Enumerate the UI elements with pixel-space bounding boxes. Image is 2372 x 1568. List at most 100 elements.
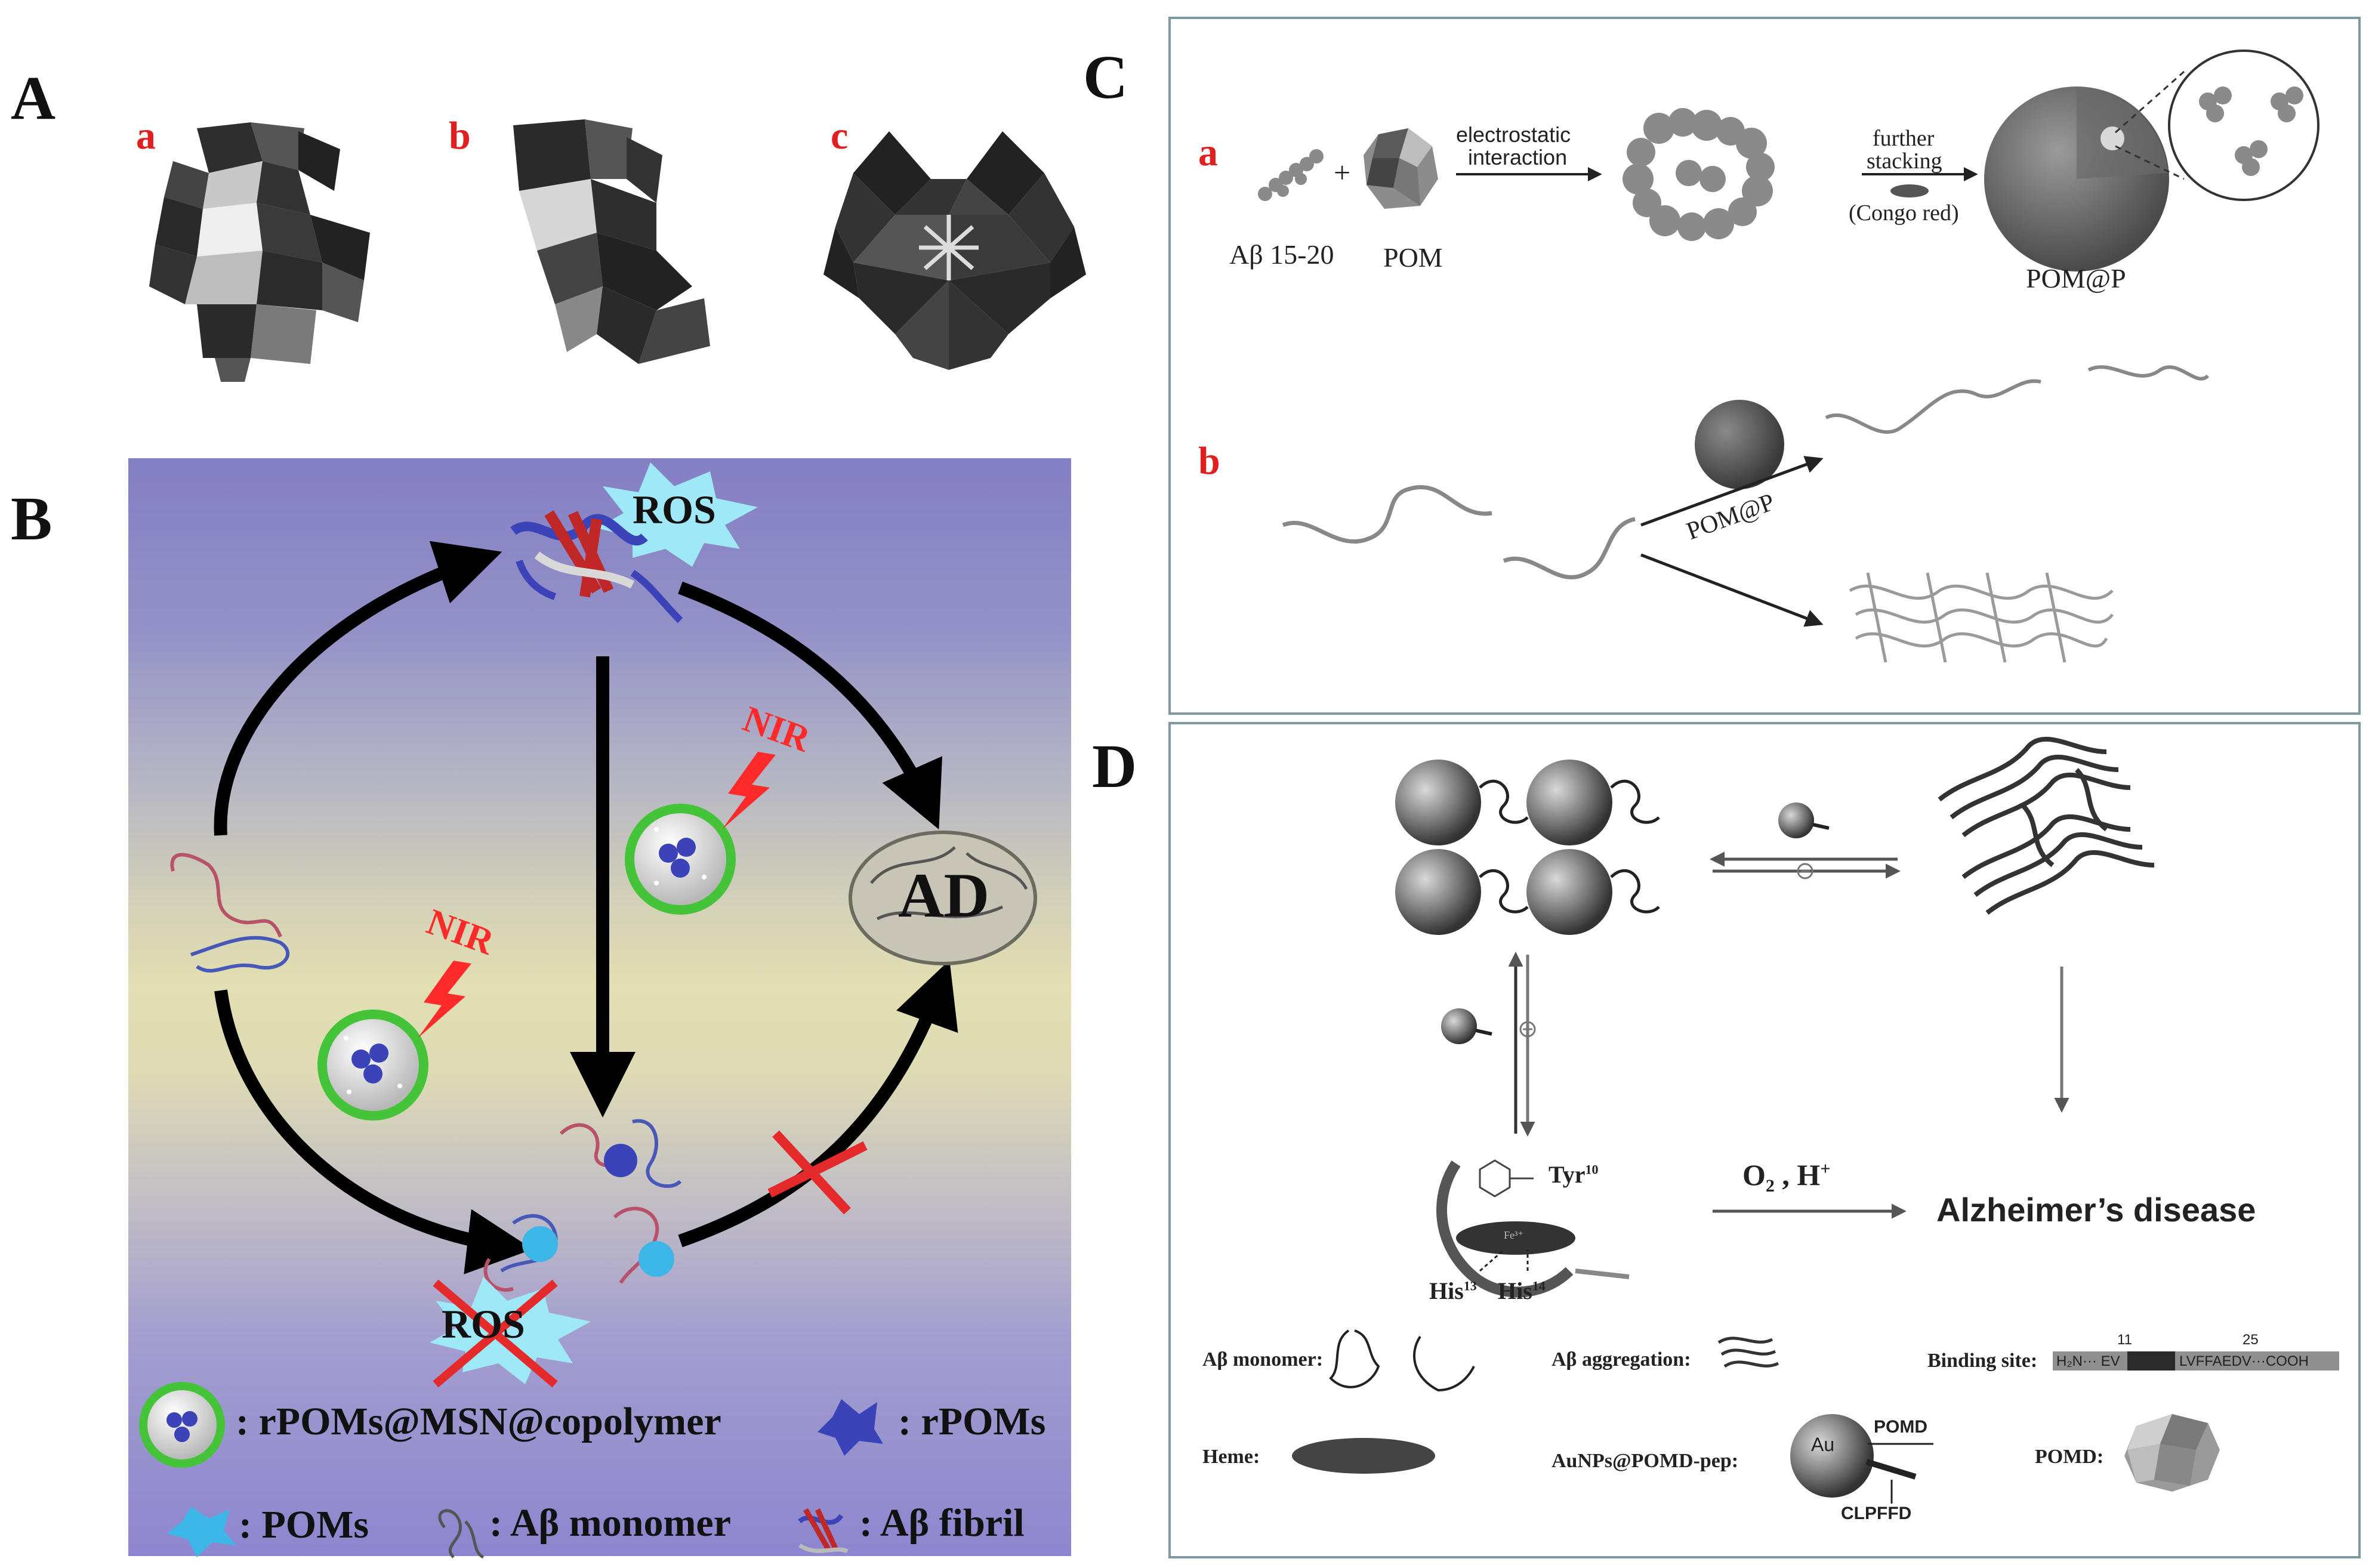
panel-d-frame bbox=[1168, 722, 2361, 1558]
legend-aggregation-icon-d bbox=[1717, 1336, 1779, 1368]
his13-superscript: 13 bbox=[1463, 1278, 1477, 1294]
further-label: further bbox=[1873, 126, 1935, 151]
his14-text: His bbox=[1498, 1277, 1532, 1304]
peptide-ribbon-left bbox=[1282, 484, 1492, 544]
o2-subscript: 2 bbox=[1765, 1176, 1775, 1196]
legend-clpffd-text: CLPFFD bbox=[1841, 1504, 1912, 1523]
o2-h-label: O2 , H+ bbox=[1742, 1158, 1830, 1196]
tyr-label: Tyr10 bbox=[1549, 1160, 1598, 1189]
pom-cluster-2 bbox=[639, 1241, 674, 1277]
pomp-label: POM@P bbox=[2026, 263, 2126, 294]
legend-monomer-label-d: Aβ monomer: bbox=[1202, 1348, 1324, 1371]
legend-monomer-icon-d bbox=[1329, 1329, 1475, 1392]
legend-pomd-text: POMD bbox=[1874, 1417, 1927, 1437]
ad-label: AD bbox=[898, 860, 990, 930]
panel-a-sub-c: c bbox=[831, 114, 849, 158]
congo-red-label: (Congo red) bbox=[1849, 200, 1959, 226]
blocked-x-mark bbox=[767, 1130, 868, 1215]
panel-b-letter: B bbox=[11, 484, 53, 553]
polyhedron-c bbox=[823, 131, 1086, 370]
panel-a-sub-b: b bbox=[449, 114, 471, 158]
ros-cross-bottom bbox=[433, 1279, 558, 1388]
tyr-text: Tyr bbox=[1549, 1161, 1586, 1188]
lightning-top bbox=[722, 752, 776, 829]
legend-poms-label: : POMs bbox=[239, 1503, 369, 1547]
panel-c-sub-b: b bbox=[1198, 439, 1220, 483]
abeta-monomer-left bbox=[170, 853, 290, 973]
panel-c-sub-a: a bbox=[1198, 131, 1218, 174]
legend-monomer-icon bbox=[438, 1509, 485, 1559]
arrow-left-up bbox=[214, 541, 502, 836]
legend-aunp-pep-icon bbox=[1790, 1414, 1933, 1504]
abeta-peptide-icon bbox=[1258, 149, 1324, 201]
carrier-particle-top bbox=[625, 804, 736, 915]
peptide-ribbon-mid bbox=[1503, 517, 1636, 579]
abeta-aggregate-d bbox=[1938, 736, 2155, 915]
arrow-top-right bbox=[678, 581, 942, 830]
abeta-fibril-top bbox=[510, 510, 683, 624]
abeta-15-20-label: Aβ 15-20 bbox=[1229, 239, 1334, 270]
pom-polyhedron-icon bbox=[1364, 128, 1438, 209]
peptide-pom-aggregate bbox=[1623, 108, 1775, 241]
aunp-small-left bbox=[1441, 1008, 1477, 1044]
polyhedron-a bbox=[149, 122, 370, 382]
pomp-small-sphere bbox=[1695, 400, 1784, 489]
legend-carrier-label: : rPOMs@MSN@copolymer bbox=[236, 1400, 721, 1443]
legend-aunps-label: AuNPs@POMD-pep: bbox=[1551, 1450, 1739, 1472]
o2-text: O bbox=[1742, 1158, 1766, 1192]
fe-label: Fe³⁺ bbox=[1504, 1229, 1523, 1241]
electrostatic-label-2: interaction bbox=[1468, 145, 1568, 169]
ros-bottom-label: ROS bbox=[442, 1301, 525, 1347]
rpom-center bbox=[604, 1144, 637, 1177]
binding-num-11: 11 bbox=[2117, 1332, 2132, 1348]
legend-heme-icon bbox=[1292, 1438, 1435, 1474]
binding-seq-left: H₂N··· EV bbox=[2056, 1353, 2120, 1369]
aunp-small-top bbox=[1778, 802, 1814, 838]
legend-poms-icon bbox=[167, 1507, 236, 1557]
carrier-particle-bottom bbox=[317, 1010, 428, 1121]
panel-a-sub-a: a bbox=[136, 114, 156, 158]
legend-pomd-label: POMD: bbox=[2035, 1446, 2104, 1468]
his13-label: His13 bbox=[1429, 1277, 1477, 1305]
binding-seq-right: LVFFAEDV···COOH bbox=[2179, 1353, 2309, 1369]
panel-d-letter: D bbox=[1092, 732, 1137, 801]
polyhedron-b bbox=[513, 119, 710, 364]
legend-carrier-icon bbox=[139, 1382, 225, 1468]
lightning-bottom bbox=[418, 961, 471, 1038]
plus-sign: + bbox=[1334, 156, 1351, 189]
legend-au-label: Au bbox=[1811, 1434, 1835, 1455]
arrow-to-disaggregated bbox=[1640, 456, 1824, 527]
legend-monomer-label: : Aβ monomer bbox=[489, 1501, 732, 1545]
panel-c-letter: C bbox=[1083, 43, 1128, 112]
h-text: , H bbox=[1774, 1158, 1821, 1192]
his14-label: His14 bbox=[1498, 1277, 1546, 1305]
legend-binding-site-bar bbox=[2053, 1351, 2339, 1371]
arrow-to-fibrils bbox=[1640, 553, 1824, 627]
arrow-left-down bbox=[214, 989, 533, 1274]
congo-red-icon bbox=[1890, 184, 1929, 197]
h-superscript: + bbox=[1820, 1159, 1831, 1179]
his14-superscript: 14 bbox=[1532, 1278, 1546, 1294]
legend-pomd-icon bbox=[2124, 1414, 2220, 1492]
zoom-inset bbox=[2168, 50, 2319, 201]
ros-top-label: ROS bbox=[633, 487, 716, 532]
stacking-label: stacking bbox=[1867, 149, 1942, 174]
fibril-aggregate-c bbox=[1849, 572, 2114, 663]
legend-fibril-label: : Aβ fibril bbox=[859, 1501, 1025, 1545]
panel-c-frame bbox=[1168, 17, 2361, 715]
legend-fibril-icon bbox=[798, 1508, 849, 1554]
panel-a-letter: A bbox=[11, 64, 56, 132]
tyr-superscript: 10 bbox=[1585, 1162, 1599, 1177]
electrostatic-label-1: electrostatic bbox=[1456, 122, 1571, 147]
his13-text: His bbox=[1429, 1277, 1464, 1304]
aunp-monomer-grid bbox=[1395, 760, 1660, 935]
arrow-bottom-right bbox=[678, 959, 958, 1248]
legend-aggregation-label-d: Aβ aggregation: bbox=[1551, 1348, 1691, 1371]
pom-label: POM bbox=[1383, 242, 1443, 273]
legend-heme-label: Heme: bbox=[1202, 1446, 1260, 1468]
heme-peptide-complex bbox=[1436, 1159, 1630, 1298]
